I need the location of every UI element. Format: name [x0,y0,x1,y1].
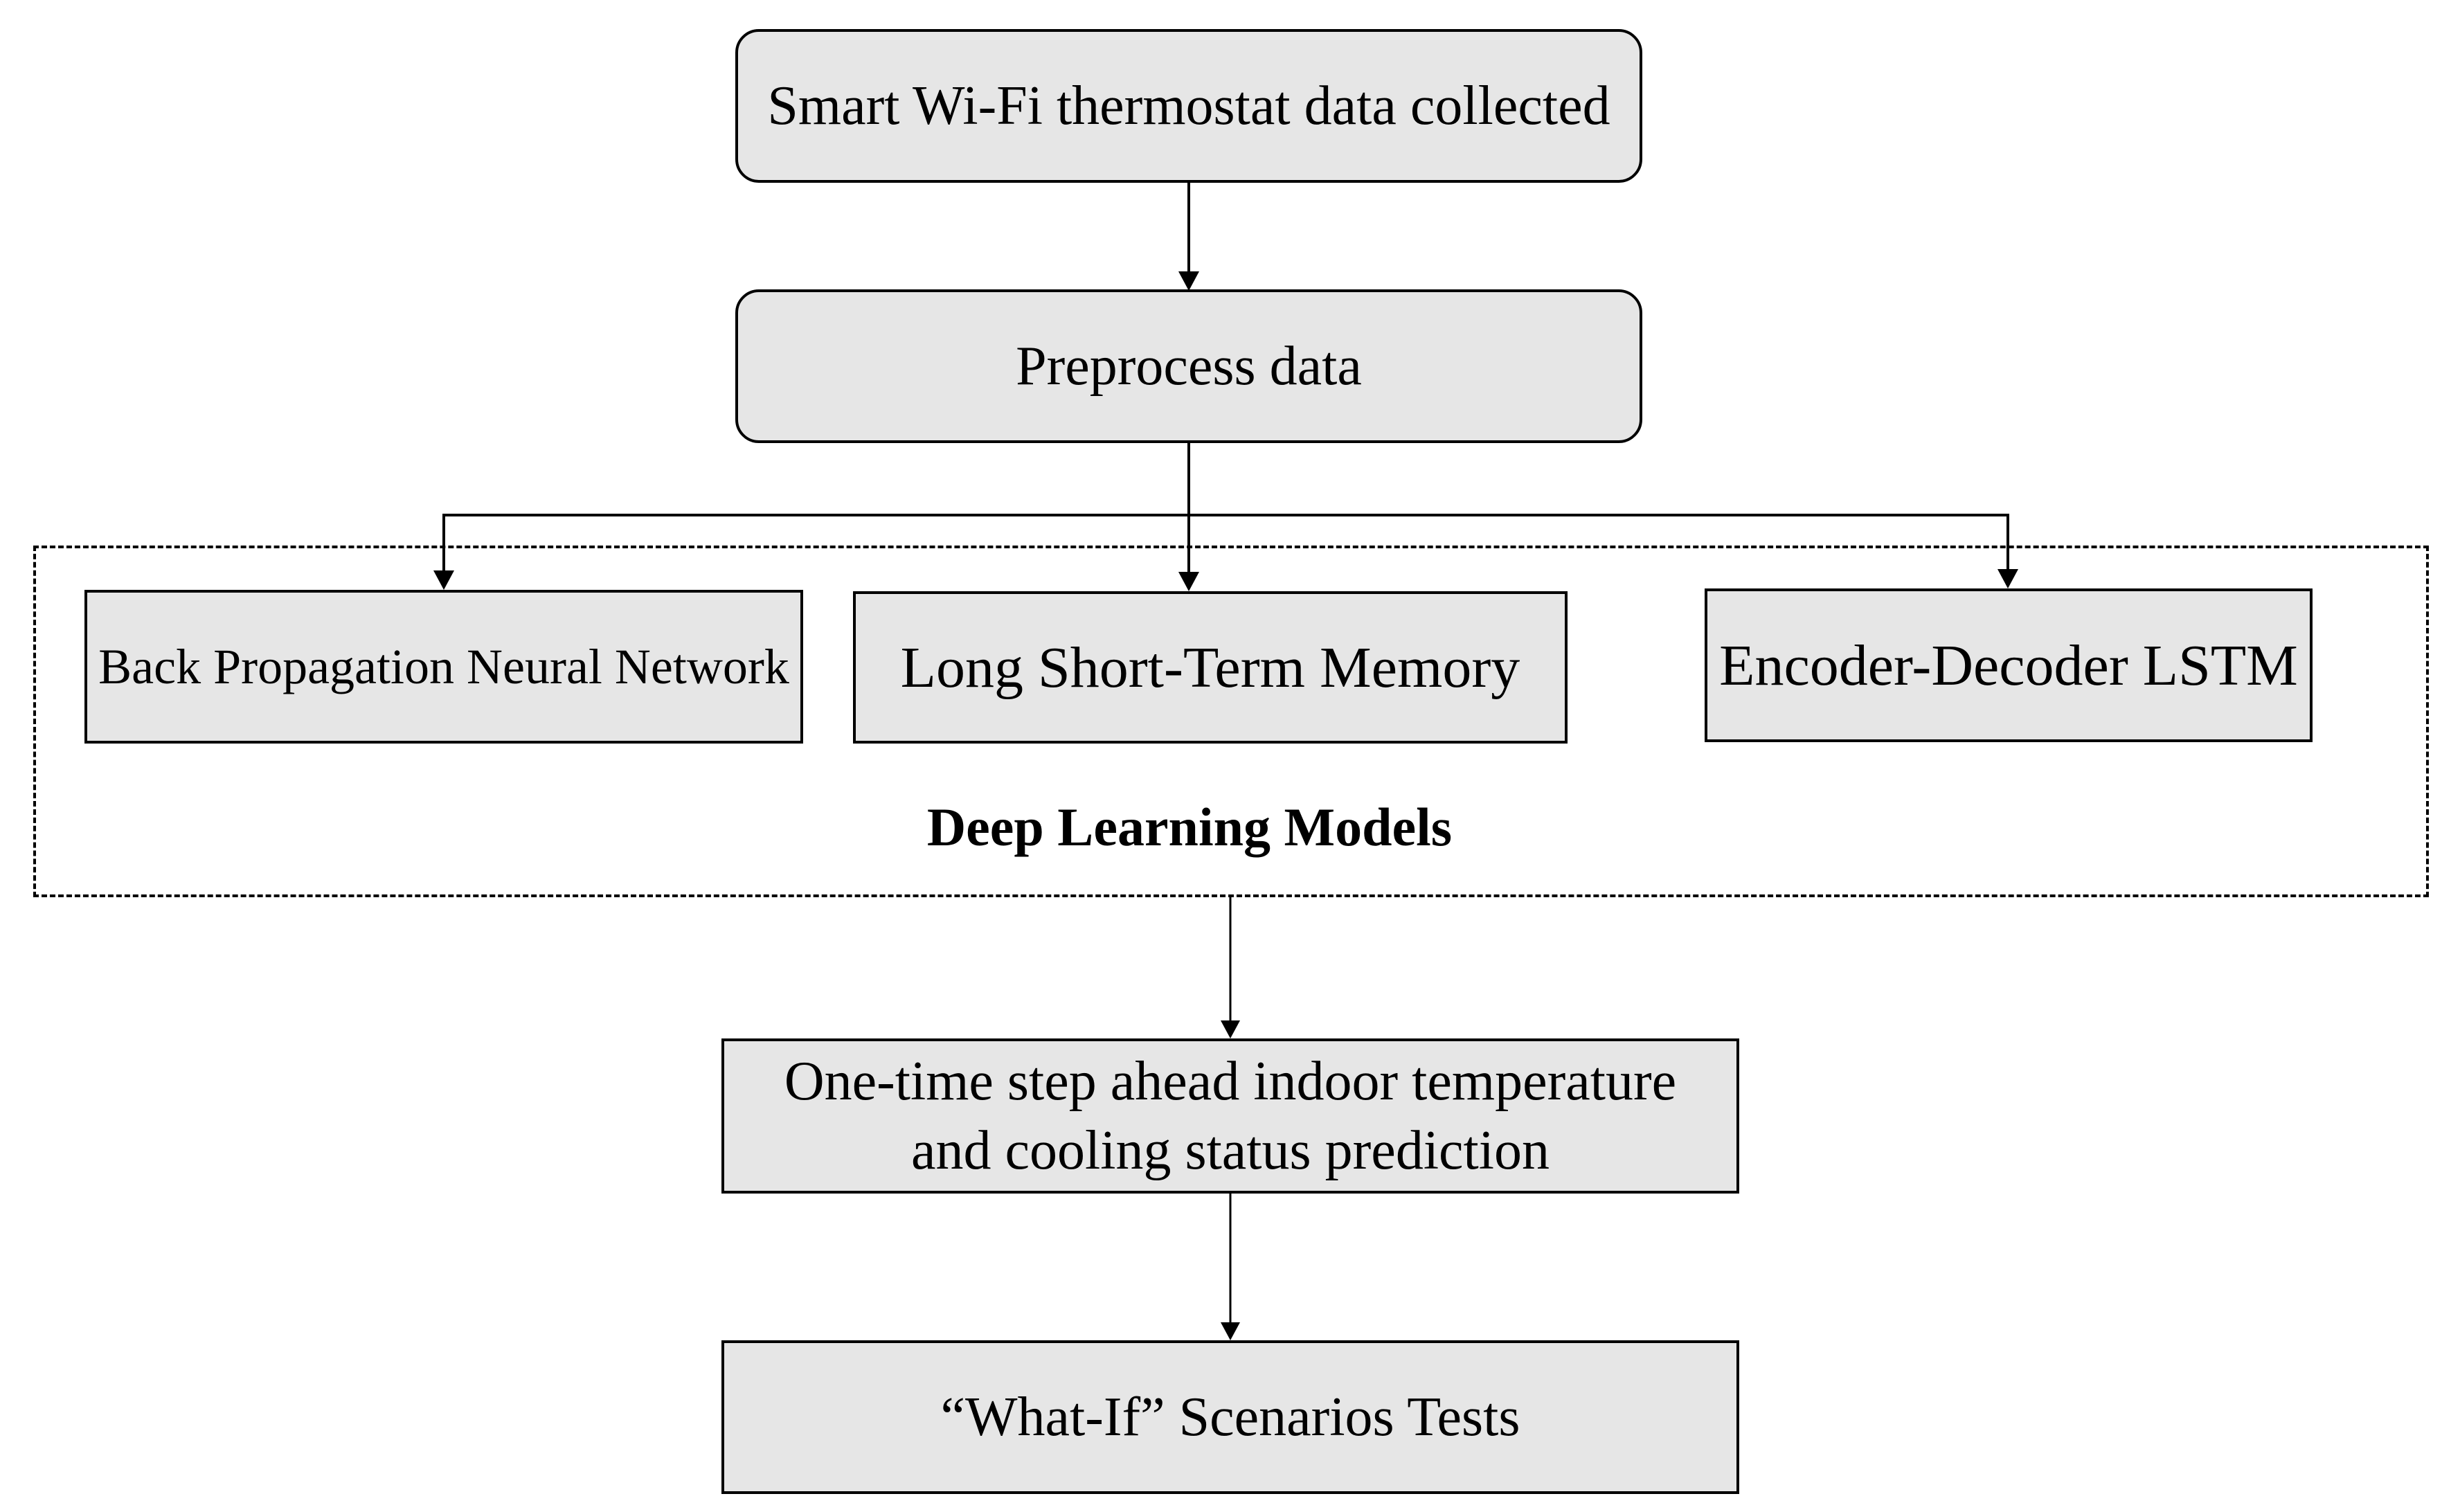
arrowhead-predict [1221,1020,1240,1038]
node-lstm-label: Long Short-Term Memory [900,635,1520,700]
node-prediction-line-1: One-time step ahead indoor temperature [784,1051,1677,1112]
arrowhead-lstm [1178,572,1199,591]
node-prediction-line-2: and cooling status prediction [910,1120,1550,1181]
arrowhead-bpnn [433,570,454,590]
node-data-collected: Smart Wi-Fi thermostat data collected [735,29,1642,183]
node-encoder-decoder-lstm-label: Encoder-Decoder LSTM [1719,633,2298,698]
arrowhead-preprocess [1178,271,1199,291]
arrowhead-ed-lstm [1997,569,2018,588]
node-bpnn-label: Back Propagation Neural Network [98,639,789,694]
arrowhead-whatif [1221,1322,1240,1340]
node-lstm: Long Short-Term Memory [853,591,1568,744]
node-what-if-tests: “What-If” Scenarios Tests [721,1340,1739,1494]
node-bpnn: Back Propagation Neural Network [84,590,803,744]
node-data-collected-label: Smart Wi-Fi thermostat data collected [767,75,1610,136]
node-prediction: One-time step ahead indoor temperature a… [721,1038,1739,1194]
node-what-if-tests-label: “What-If” Scenarios Tests [940,1387,1520,1448]
node-preprocess-data-label: Preprocess data [1016,336,1362,397]
node-encoder-decoder-lstm: Encoder-Decoder LSTM [1705,588,2313,742]
node-preprocess-data: Preprocess data [735,289,1642,443]
group-deep-learning-models-label: Deep Learning Models [926,797,1453,857]
node-prediction-text: One-time step ahead indoor temperature a… [784,1047,1676,1185]
group-deep-learning-models [33,546,2429,897]
